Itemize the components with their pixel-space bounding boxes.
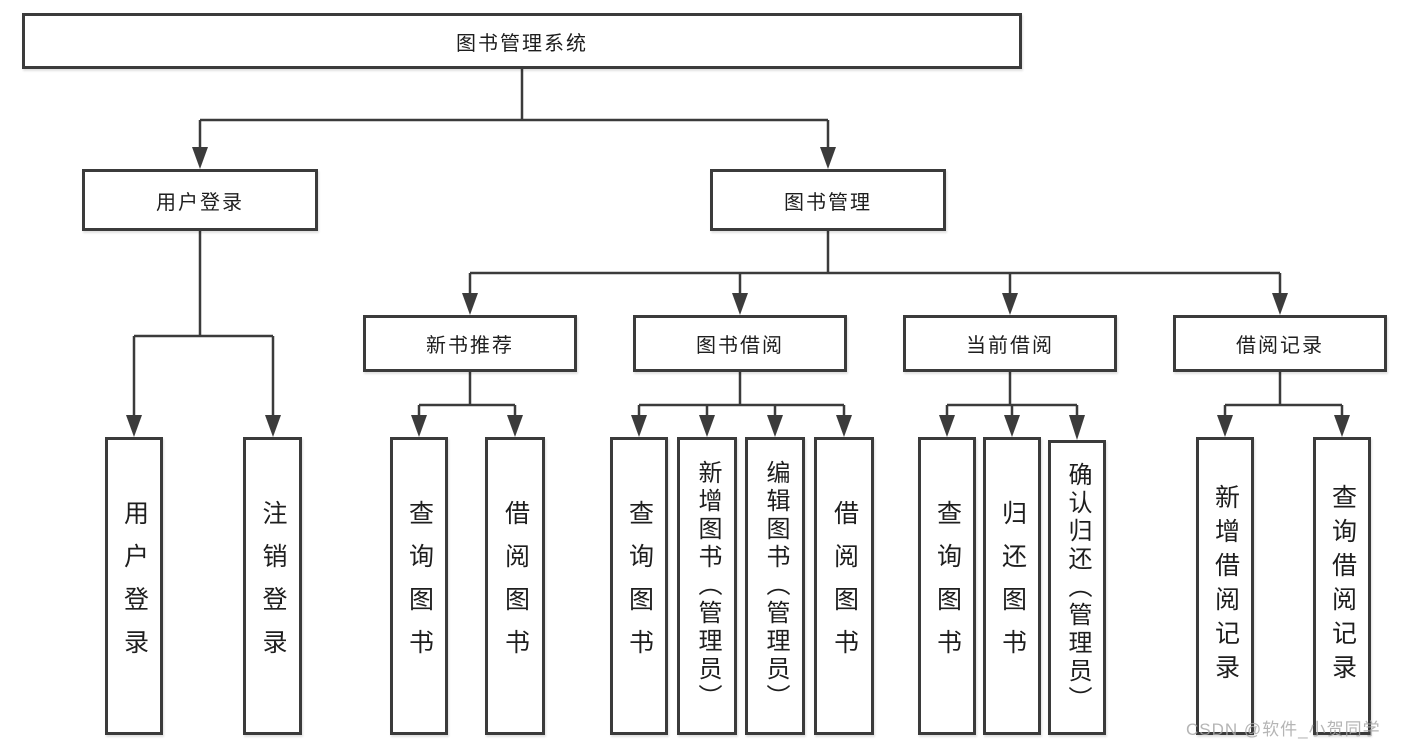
leaf-current-query-books: 查询图书 xyxy=(918,437,976,735)
leaf-current-return-books-label: 归还图书 xyxy=(998,500,1027,672)
leaf-logout-label: 注销登录 xyxy=(259,500,287,672)
node-book-borrow-label: 图书借阅 xyxy=(696,335,784,357)
leaf-user-login-label: 用户登录 xyxy=(120,500,149,672)
node-book-management: 图书管理 xyxy=(710,169,946,231)
leaf-newbook-borrow-books-label: 借阅图书 xyxy=(501,500,530,672)
leaf-borrow-edit-books-admin-label: 编辑图书（管理员） xyxy=(762,460,789,712)
leaf-borrow-add-books-admin-label: 新增图书（管理员） xyxy=(694,460,721,712)
node-user-login: 用户登录 xyxy=(82,169,318,231)
csdn-watermark: CSDN @软件_小贺同学 xyxy=(1186,720,1381,739)
leaf-logout: 注销登录 xyxy=(243,437,302,735)
leaf-borrow-query-books: 查询图书 xyxy=(610,437,668,735)
leaf-borrow-edit-books-admin: 编辑图书（管理员） xyxy=(745,437,805,735)
leaf-borrow-borrow-books: 借阅图书 xyxy=(814,437,874,735)
leaf-borrow-query-books-label: 查询图书 xyxy=(625,500,654,672)
leaf-newbook-query-books: 查询图书 xyxy=(390,437,448,735)
leaf-current-confirm-return-admin-label: 确认归还（管理员） xyxy=(1064,461,1091,714)
leaf-records-query-record-label: 查询借阅记录 xyxy=(1328,484,1357,688)
leaf-user-login: 用户登录 xyxy=(105,437,163,735)
leaf-current-confirm-return-admin: 确认归还（管理员） xyxy=(1048,440,1106,735)
leaf-newbook-query-books-label: 查询图书 xyxy=(405,500,434,672)
node-borrow-records: 借阅记录 xyxy=(1173,315,1387,372)
node-borrow-records-label: 借阅记录 xyxy=(1236,335,1324,357)
leaf-current-return-books: 归还图书 xyxy=(983,437,1041,735)
leaf-newbook-borrow-books: 借阅图书 xyxy=(485,437,545,735)
node-book-borrow: 图书借阅 xyxy=(633,315,847,372)
leaf-current-query-books-label: 查询图书 xyxy=(933,500,962,672)
node-new-book-recommend-label: 新书推荐 xyxy=(426,335,514,357)
leaf-borrow-add-books-admin: 新增图书（管理员） xyxy=(677,437,737,735)
node-current-borrow: 当前借阅 xyxy=(903,315,1117,372)
node-user-login-label: 用户登录 xyxy=(156,191,244,214)
node-book-management-label: 图书管理 xyxy=(784,191,872,214)
node-root: 图书管理系统 xyxy=(22,13,1022,69)
leaf-records-add-record: 新增借阅记录 xyxy=(1196,437,1254,735)
node-new-book-recommend: 新书推荐 xyxy=(363,315,577,372)
leaf-records-add-record-label: 新增借阅记录 xyxy=(1211,484,1240,688)
leaf-borrow-borrow-books-label: 借阅图书 xyxy=(830,500,859,672)
node-current-borrow-label: 当前借阅 xyxy=(966,335,1054,357)
leaf-records-query-record: 查询借阅记录 xyxy=(1313,437,1371,735)
node-root-label: 图书管理系统 xyxy=(456,32,588,55)
